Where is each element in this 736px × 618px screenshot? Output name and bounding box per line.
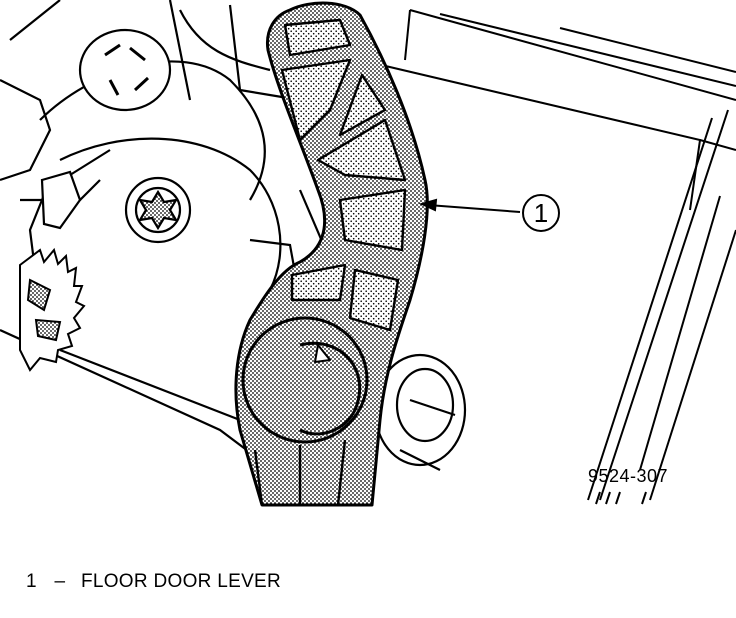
- lever-illustration: [0, 0, 736, 507]
- callout-number: 1: [533, 198, 549, 228]
- legend: 1 – FLOOR DOOR LEVER: [26, 571, 281, 593]
- floor-door-lever: [234, 1, 429, 507]
- figure-code: 9524-307: [588, 466, 669, 486]
- callout-leader: [419, 194, 560, 232]
- door-panel-lines: [359, 9, 736, 501]
- legend-separator: –: [54, 571, 66, 592]
- torx-bolt: [124, 176, 192, 244]
- adjuster-knob: [78, 28, 172, 112]
- legend-number: 1: [26, 571, 37, 592]
- gear-segment: [19, 247, 86, 372]
- legend-label: FLOOR DOOR LEVER: [80, 571, 282, 592]
- figure-code-ticks: [595, 491, 647, 505]
- spring-clip: [40, 149, 111, 230]
